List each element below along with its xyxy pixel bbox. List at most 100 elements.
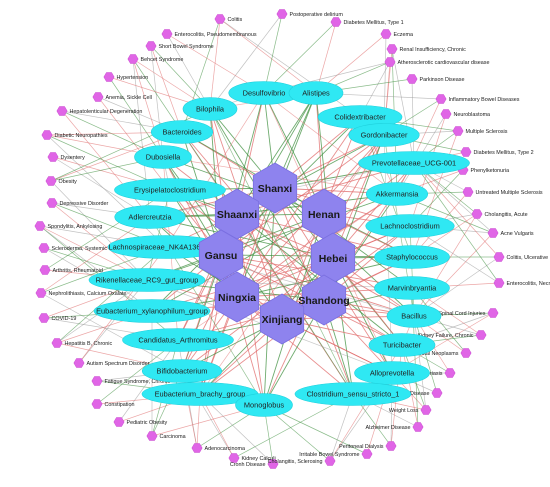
genus-node-adlercreutzia[interactable]: Adlercreutzia: [114, 205, 186, 229]
disease-node-multiple-sclerosis[interactable]: Multiple Sclerosis: [452, 126, 508, 136]
edge-genus-genus: [263, 92, 398, 195]
region-node-hebei[interactable]: Hebei: [310, 232, 356, 284]
disease-node-parkinson-disease[interactable]: Parkinson Disease: [406, 74, 465, 84]
genus-label: Eubacterium_brachy_group: [155, 390, 246, 399]
disease-node-arthritis-rheumatoid[interactable]: Arthritis, Rheumatoid: [39, 265, 103, 275]
disease-node-untreated-multiple-sclerosis[interactable]: Untreated Multiple Sclerosis: [462, 187, 543, 197]
disease-label: Colorectal Neoplasms: [406, 351, 459, 357]
disease-node-hepatitis-b-chronic[interactable]: Hepatitis B, Chronic: [51, 338, 113, 348]
genus-node-dubosiella[interactable]: Dubosiella: [134, 145, 192, 169]
region-label: Shandong: [298, 295, 349, 307]
disease-node-autism-spectrum-disorder[interactable]: Autism Spectrum Disorder: [73, 358, 150, 368]
genus-node-rikenellaceae-rc9-gut-group[interactable]: Rikenellaceae_RC9_gut_group: [88, 268, 206, 292]
disease-node-diabetes-mellitus-type-2[interactable]: Diabetes Mellitus, Type 2: [460, 147, 534, 157]
disease-node-enterocolitis-necrotizing[interactable]: Enterocolitis, Necrotizing: [493, 278, 550, 288]
genus-ellipse: [150, 120, 214, 144]
region-node-xinjiang[interactable]: Xinjiang: [259, 293, 305, 345]
disease-node-spinal-cord-injuries[interactable]: Spinal Cord Injuries: [438, 308, 499, 318]
disease-node-renal-insufficiency-chronic[interactable]: Renal Insufficiency, Chronic: [386, 44, 466, 54]
disease-node-spondylitis-ankylosing[interactable]: Spondylitis, Ankylosing: [34, 221, 103, 231]
genus-node-erysipelatoclostridium[interactable]: Erysipelatoclostridium: [114, 178, 226, 202]
genus-node-lachnoclostridium[interactable]: Lachnoclostridium: [365, 214, 455, 238]
disease-node-pediatric-obesity[interactable]: Pediatric Obesity: [113, 417, 168, 427]
disease-hexagon: [34, 221, 46, 231]
disease-node-kidney-failure-chronic[interactable]: Kidney Failure, Chronic: [417, 330, 487, 340]
disease-node-adenocarcinoma[interactable]: Adenocarcinoma: [191, 443, 245, 453]
disease-node-colitis-ulcerative[interactable]: Colitis, Ulcerative: [493, 252, 548, 262]
genus-node-bacillus[interactable]: Bacillus: [386, 304, 442, 328]
disease-node-enterocolitis-pseudomembranous[interactable]: Enterocolitis, Pseudomembranous: [161, 29, 257, 39]
disease-node-scleroderma-systemic[interactable]: Scleroderma, Systemic: [38, 243, 107, 253]
edge-genus-disease: [391, 48, 415, 164]
disease-node-hepatolenticular-degeneration[interactable]: Hepatolenticular Degeneration: [56, 106, 143, 116]
region-node-shaanxi[interactable]: Shaanxi: [214, 188, 260, 240]
genus-ellipse: [348, 123, 420, 147]
genus-node-candidatus-arthromitus[interactable]: Candidatus_Arthromitus: [122, 328, 234, 352]
disease-node-cronh-disease[interactable]: Cronh Disease: [230, 459, 279, 469]
disease-label: Multiple Sclerosis: [466, 129, 508, 135]
genus-node-marvinbryantia[interactable]: Marvinbryantia: [374, 276, 450, 300]
genus-node-bifidobacterium[interactable]: Bifidobacterium: [141, 359, 223, 383]
disease-node-carcinoma[interactable]: Carcinoma: [146, 431, 186, 441]
disease-node-inflammatory-bowel-diseases[interactable]: Inflammatory Bowel Diseases: [435, 94, 520, 104]
region-node-henan[interactable]: Henan: [301, 188, 347, 240]
genus-node-gordonibacter[interactable]: Gordonibacter: [348, 123, 420, 147]
disease-hexagon: [38, 243, 50, 253]
edge-genus-disease: [199, 393, 274, 465]
disease-node-short-bowel-syndrome[interactable]: Short Bowel Syndrome: [145, 41, 214, 51]
genus-node-turicibacter[interactable]: Turicibacter: [368, 333, 436, 357]
genus-node-alistipes[interactable]: Alistipes: [288, 81, 344, 105]
genus-node-bacteroides[interactable]: Bacteroides: [150, 120, 214, 144]
genus-node-staphylococcus[interactable]: Staphylococcus: [374, 245, 450, 269]
disease-node-colitis[interactable]: Colitis: [214, 14, 243, 24]
disease-node-covid-19[interactable]: COVID-19: [38, 313, 77, 323]
region-node-ningxia[interactable]: Ningxia: [214, 271, 260, 323]
disease-node-depressive-disorder[interactable]: Depressive Disorder: [46, 198, 109, 208]
genus-node-prevotellaceae-ucg-001[interactable]: Prevotellaceae_UCG-001: [358, 151, 470, 175]
disease-label: Irritable Bowel Syndrome: [299, 452, 359, 458]
disease-label: Dysentery: [61, 155, 86, 161]
disease-label: Diabetes Mellitus, Type 1: [344, 20, 404, 26]
genus-node-monoglobus[interactable]: Monoglobus: [235, 393, 293, 417]
genus-node-eubacterium-xylanophilum-group[interactable]: Eubacterium_xylanophilum_group: [93, 299, 211, 323]
region-node-shanxi[interactable]: Shanxi: [252, 162, 298, 214]
disease-node-constipation[interactable]: Constipation: [91, 399, 135, 409]
disease-node-fatigue-syndrome-chronic[interactable]: Fatigue Syndrome, Chronic: [91, 376, 171, 386]
disease-hexagon: [406, 74, 418, 84]
disease-node-obesity[interactable]: Obesity: [45, 176, 77, 186]
disease-node-kidney-calculi[interactable]: Kidney Calculi: [228, 453, 276, 463]
disease-label: Carcinoma: [160, 434, 186, 440]
region-node-shandong[interactable]: Shandong: [298, 274, 350, 326]
genus-node-clostridium-sensu-stricto-1[interactable]: Clostridium_sensu_stricto_1: [294, 382, 412, 406]
disease-node-postoperative-delirium[interactable]: Postoperative delirium: [276, 9, 344, 19]
disease-node-cholangitis-acute[interactable]: Cholangitis, Acute: [471, 209, 528, 219]
disease-node-dysentery[interactable]: Dysentery: [47, 152, 86, 162]
disease-label: Postoperative delirium: [290, 12, 344, 18]
disease-node-hypertension[interactable]: Hypertension: [103, 72, 148, 82]
disease-node-acne-vulgaris[interactable]: Acne Vulgaris: [487, 228, 534, 238]
disease-hexagon: [440, 109, 452, 119]
disease-node-nephrolithiasis-calcium-oxalate[interactable]: Nephrolithiasis, Calcium Oxalate: [35, 288, 127, 298]
genus-node-bilophila[interactable]: Bilophila: [182, 97, 238, 121]
region-node-gansu[interactable]: Gansu: [198, 229, 244, 281]
disease-node-irritable-bowel-syndrome[interactable]: Irritable Bowel Syndrome: [299, 449, 373, 459]
disease-node-peritoneal-dialysis[interactable]: Peritoneal Dialysis: [339, 441, 397, 451]
disease-node-behcet-syndrome[interactable]: Behcet Syndrome: [127, 54, 184, 64]
disease-node-psoriasis[interactable]: Psoriasis: [421, 368, 456, 378]
genus-ellipse: [114, 178, 226, 202]
genus-node-desulfovibrio[interactable]: Desulfovibrio: [228, 81, 300, 105]
disease-node-alzheimer-disease[interactable]: Alzheimer Disease: [366, 422, 424, 432]
disease-node-weight-loss[interactable]: Weight Loss: [389, 405, 432, 415]
genus-node-alloprevotella[interactable]: Alloprevotella: [354, 361, 430, 385]
region-hexagon: [214, 271, 260, 323]
genus-node-akkermansia[interactable]: Akkermansia: [365, 182, 429, 206]
disease-node-atherosclerotic-cardiovascular-disease[interactable]: Atherosclerotic cardiovascular disease: [384, 57, 490, 67]
disease-node-eczema[interactable]: Eczema: [380, 29, 413, 39]
disease-node-anemia-sickle-cell[interactable]: Anemia, Sickle Cell: [92, 92, 152, 102]
disease-node-cholangitis-sclerosing[interactable]: Cholangitis, Sclerosing: [268, 456, 336, 466]
disease-node-diabetic-neuropathies[interactable]: Diabetic Neuropathies: [41, 130, 108, 140]
disease-node-diabetes-mellitus-type-1[interactable]: Diabetes Mellitus, Type 1: [330, 17, 404, 27]
disease-node-neuroblastoma[interactable]: Neuroblastoma: [440, 109, 490, 119]
disease-node-colorectal-neoplasms[interactable]: Colorectal Neoplasms: [406, 348, 472, 358]
disease-hexagon: [51, 338, 63, 348]
